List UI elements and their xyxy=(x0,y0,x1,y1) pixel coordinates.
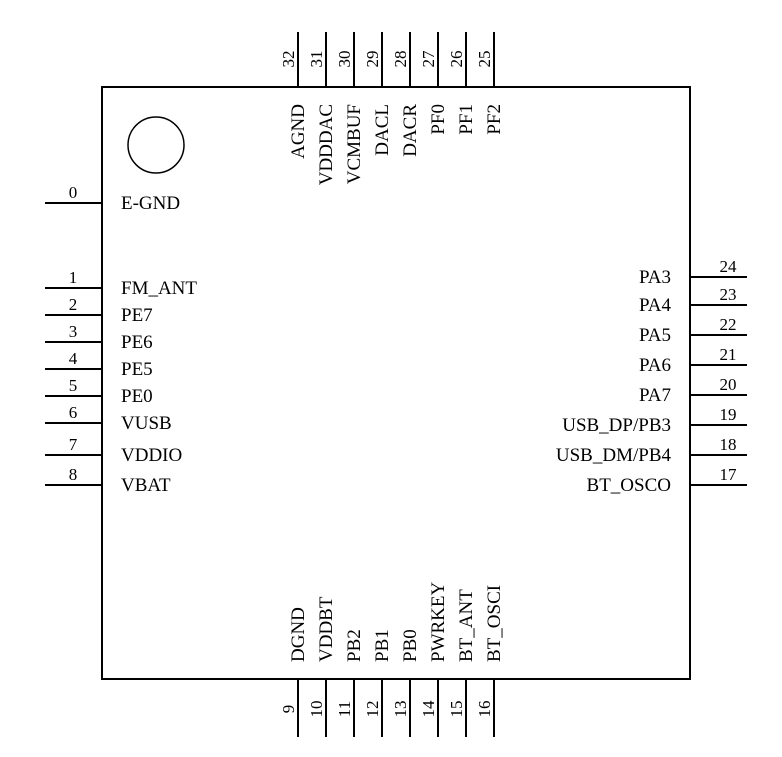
pin-20-number: 20 xyxy=(720,375,737,394)
pin-0-label: E-GND xyxy=(121,193,180,214)
pin-15-number: 15 xyxy=(447,701,466,718)
pin-11-label: PB2 xyxy=(344,629,365,662)
pin-28-label: DACR xyxy=(400,104,421,157)
pin-15-label: BT_ANT xyxy=(456,589,477,662)
pin-3-number: 3 xyxy=(69,322,78,341)
pin-7-label: VDDIO xyxy=(121,445,182,466)
pin-18-number: 18 xyxy=(720,435,737,454)
pin-10-label: VDDBT xyxy=(316,596,337,662)
pin-29-label: DACL xyxy=(372,104,393,156)
pin-13-label: PB0 xyxy=(400,629,421,662)
pin-23-number: 23 xyxy=(720,285,737,304)
pin-23-label: PA4 xyxy=(639,295,672,316)
pin-5-label: PE0 xyxy=(121,386,153,407)
pin-12-label: PB1 xyxy=(372,629,393,662)
pin-25-number: 25 xyxy=(475,51,494,68)
pin-4-label: PE5 xyxy=(121,359,153,380)
pin-6-label: VUSB xyxy=(121,413,172,434)
pin-22-label: PA5 xyxy=(639,325,671,346)
pin-21-label: PA6 xyxy=(639,355,671,376)
pin-9-number: 9 xyxy=(279,705,298,714)
pin-8-label: VBAT xyxy=(121,475,171,496)
pin-20-label: PA7 xyxy=(639,385,671,406)
pin-12-number: 12 xyxy=(363,701,382,718)
pin-1-label: FM_ANT xyxy=(121,278,197,299)
pin-18-label: USB_DM/PB4 xyxy=(556,445,672,466)
pin-19-label: USB_DP/PB3 xyxy=(562,415,671,436)
pin-24-label: PA3 xyxy=(639,267,671,288)
pin-8-number: 8 xyxy=(69,465,78,484)
pin-24-number: 24 xyxy=(720,257,738,276)
pin-29-number: 29 xyxy=(363,51,382,68)
pin-16-label: BT_OSCI xyxy=(484,585,505,662)
pin-28-number: 28 xyxy=(391,51,410,68)
pin-16-number: 16 xyxy=(475,701,494,718)
pin-31-number: 31 xyxy=(307,51,326,68)
pin-31-label: VDDDAC xyxy=(316,104,337,185)
pin-3-label: PE6 xyxy=(121,332,153,353)
pin-9-label: DGND xyxy=(288,607,309,662)
pin-32-label: AGND xyxy=(288,104,309,159)
pin-13-number: 13 xyxy=(391,701,410,718)
pin-2-number: 2 xyxy=(69,295,78,314)
pin-30-number: 30 xyxy=(335,51,354,68)
pin-2-label: PE7 xyxy=(121,305,153,326)
pin-4-number: 4 xyxy=(69,349,78,368)
pin-6-number: 6 xyxy=(69,403,78,422)
pin-26-label: PF1 xyxy=(456,104,477,135)
chip-body xyxy=(101,86,691,680)
pin-1-number: 1 xyxy=(69,268,78,287)
pin-5-number: 5 xyxy=(69,376,78,395)
pin-25-label: PF2 xyxy=(484,104,505,135)
pin-11-number: 11 xyxy=(335,701,354,717)
pin-22-number: 22 xyxy=(720,315,737,334)
pin-14-label: PWRKEY xyxy=(428,582,449,663)
pin-14-number: 14 xyxy=(419,700,438,718)
pin-32-number: 32 xyxy=(279,51,298,68)
pin-17-label: BT_OSCO xyxy=(587,475,671,496)
pin-7-number: 7 xyxy=(69,435,78,454)
pin-26-number: 26 xyxy=(447,51,466,68)
pin-10-number: 10 xyxy=(307,701,326,718)
pin-17-number: 17 xyxy=(720,465,738,484)
pin-27-label: PF0 xyxy=(428,104,449,135)
pin-27-number: 27 xyxy=(419,50,438,68)
pin-19-number: 19 xyxy=(720,405,737,424)
pin-30-label: VCMBUF xyxy=(344,104,365,184)
pin-0-number: 0 xyxy=(69,183,78,202)
pin1-marker-circle xyxy=(127,116,185,174)
pin-21-number: 21 xyxy=(720,345,737,364)
